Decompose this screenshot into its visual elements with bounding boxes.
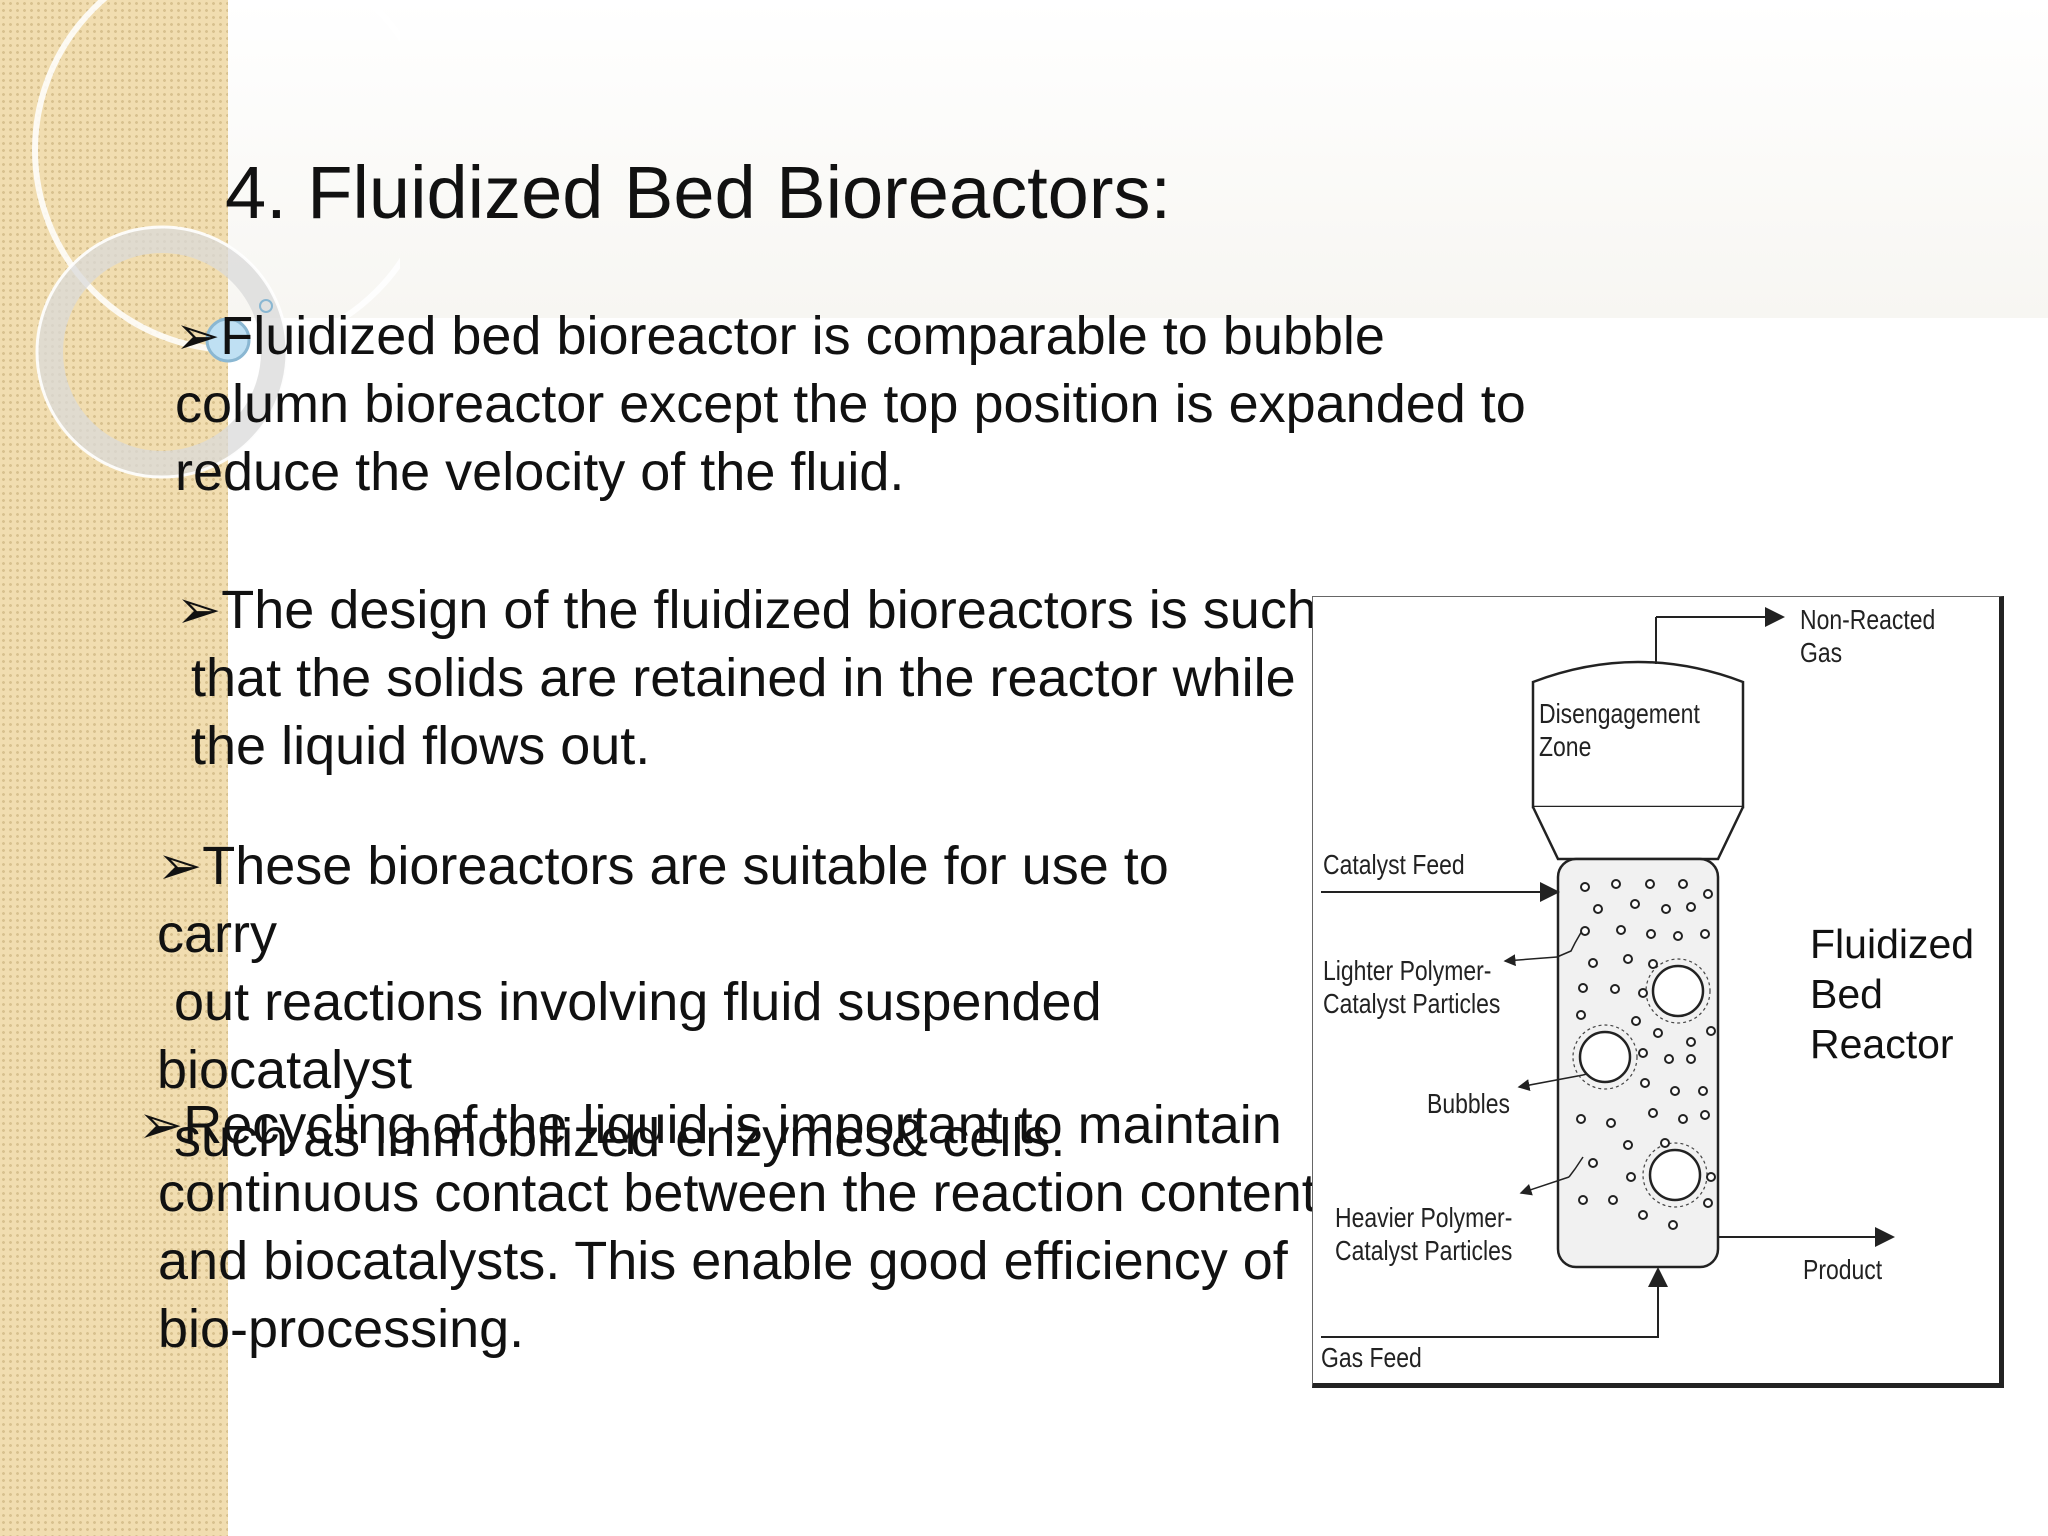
large-bubbles bbox=[1578, 964, 1705, 1202]
bullet-3: ➢These bioreactors are suitable for use … bbox=[157, 832, 1169, 1172]
bullet-3-line-5: such as immobilized enzymes& cells. bbox=[174, 1108, 1066, 1168]
bullet-2: ➢The design of the fluidized bioreactors… bbox=[176, 576, 1317, 780]
bullet-4-line-2: continuous contact between the reaction … bbox=[158, 1163, 1344, 1223]
label-disengagement-zone: Disengagement Zone bbox=[1539, 698, 1700, 762]
reactor-drawing bbox=[1321, 607, 1895, 1338]
bullet-3-line-2: carry bbox=[157, 904, 277, 964]
bullet-1: ➢Fluidized bed bioreactor is comparable … bbox=[175, 302, 1526, 506]
label-product: Product bbox=[1803, 1254, 1883, 1285]
label-heavier-particles: Heavier Polymer- Catalyst Particles bbox=[1335, 1202, 1513, 1266]
diagram-caption: Fluidized Bed Reactor bbox=[1810, 921, 1975, 1067]
bullet-4: ➢Recycling of the liquid is important to… bbox=[138, 1091, 1344, 1363]
bullet-1-line-3: reduce the velocity of the fluid. bbox=[175, 442, 905, 502]
bullet-3-line-3: out reactions involving fluid suspended bbox=[174, 972, 1102, 1032]
bullet-4-line-3: and biocatalysts. This enable good effic… bbox=[158, 1231, 1288, 1291]
catalyst-particles bbox=[1576, 879, 1716, 1230]
bullet-2-line-1: ➢The design of the fluidized bioreactors… bbox=[176, 580, 1317, 640]
bullet-marker: ➢ bbox=[138, 1095, 184, 1155]
header-band bbox=[228, 0, 2048, 318]
lighter-particles-pointer bbox=[1556, 928, 1584, 958]
label-catalyst-feed: Catalyst Feed bbox=[1323, 849, 1465, 880]
label-gas-feed: Gas Feed bbox=[1321, 1342, 1422, 1373]
reactor-cone bbox=[1531, 806, 1745, 861]
bullet-4-line-4: bio-processing. bbox=[158, 1299, 525, 1359]
bullet-3-line-1: ➢These bioreactors are suitable for use … bbox=[157, 836, 1169, 896]
bullet-4-line-1: ➢Recycling of the liquid is important to… bbox=[138, 1095, 1282, 1155]
bullet-marker: ➢ bbox=[157, 836, 203, 896]
heavier-particles-pointer bbox=[1568, 1156, 1584, 1178]
bullet-1-line-2: column bioreactor except the top positio… bbox=[175, 374, 1526, 434]
bullet-marker: ➢ bbox=[176, 580, 222, 640]
bullet-1-line-1: ➢Fluidized bed bioreactor is comparable … bbox=[175, 306, 1385, 366]
fluidized-bed-reactor-diagram: Non-Reacted Gas Disengagement Zone Catal… bbox=[1312, 596, 2004, 1388]
label-lighter-particles: Lighter Polymer- Catalyst Particles bbox=[1323, 955, 1501, 1019]
bullet-3-line-4: biocatalyst bbox=[157, 1040, 413, 1100]
slide-title: 4. Fluidized Bed Bioreactors: bbox=[225, 151, 1172, 234]
label-non-reacted-gas: Non-Reacted Gas bbox=[1800, 604, 1936, 668]
bullet-2-line-3: the liquid flows out. bbox=[191, 716, 651, 776]
bullet-marker: ➢ bbox=[175, 306, 221, 366]
label-bubbles: Bubbles bbox=[1427, 1088, 1510, 1119]
gas-feed-line bbox=[1321, 1285, 1659, 1338]
bullet-2-line-2: that the solids are retained in the reac… bbox=[191, 648, 1296, 708]
disengagement-dome bbox=[1531, 660, 1745, 809]
